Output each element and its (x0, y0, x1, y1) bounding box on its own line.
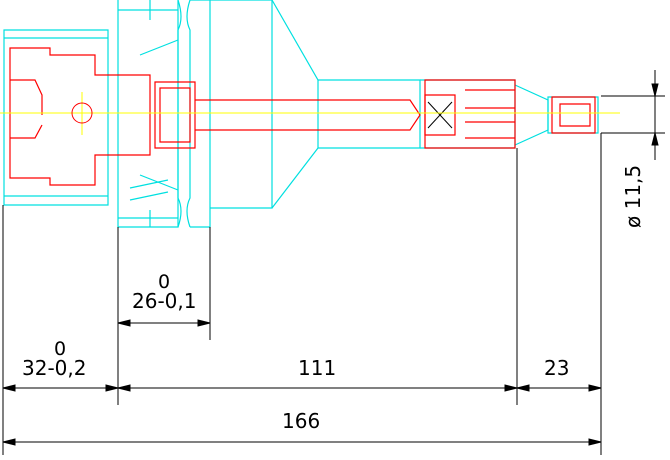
dim-diameter: ø 11,5 (621, 165, 645, 228)
dim-32-lower: 32-0,2 (22, 356, 86, 380)
dim-26-upper: 0 (158, 271, 170, 293)
dim-111: 111 (298, 356, 336, 380)
dimension-lines (2, 70, 665, 455)
dim-166: 166 (282, 409, 320, 433)
dim-23: 23 (544, 356, 569, 380)
inner-components (9, 47, 596, 186)
collet-cross (427, 101, 453, 129)
center-axis (0, 92, 620, 135)
dim-26-lower: 26-0,1 (132, 289, 196, 313)
dim-32-upper: 0 (54, 338, 66, 360)
